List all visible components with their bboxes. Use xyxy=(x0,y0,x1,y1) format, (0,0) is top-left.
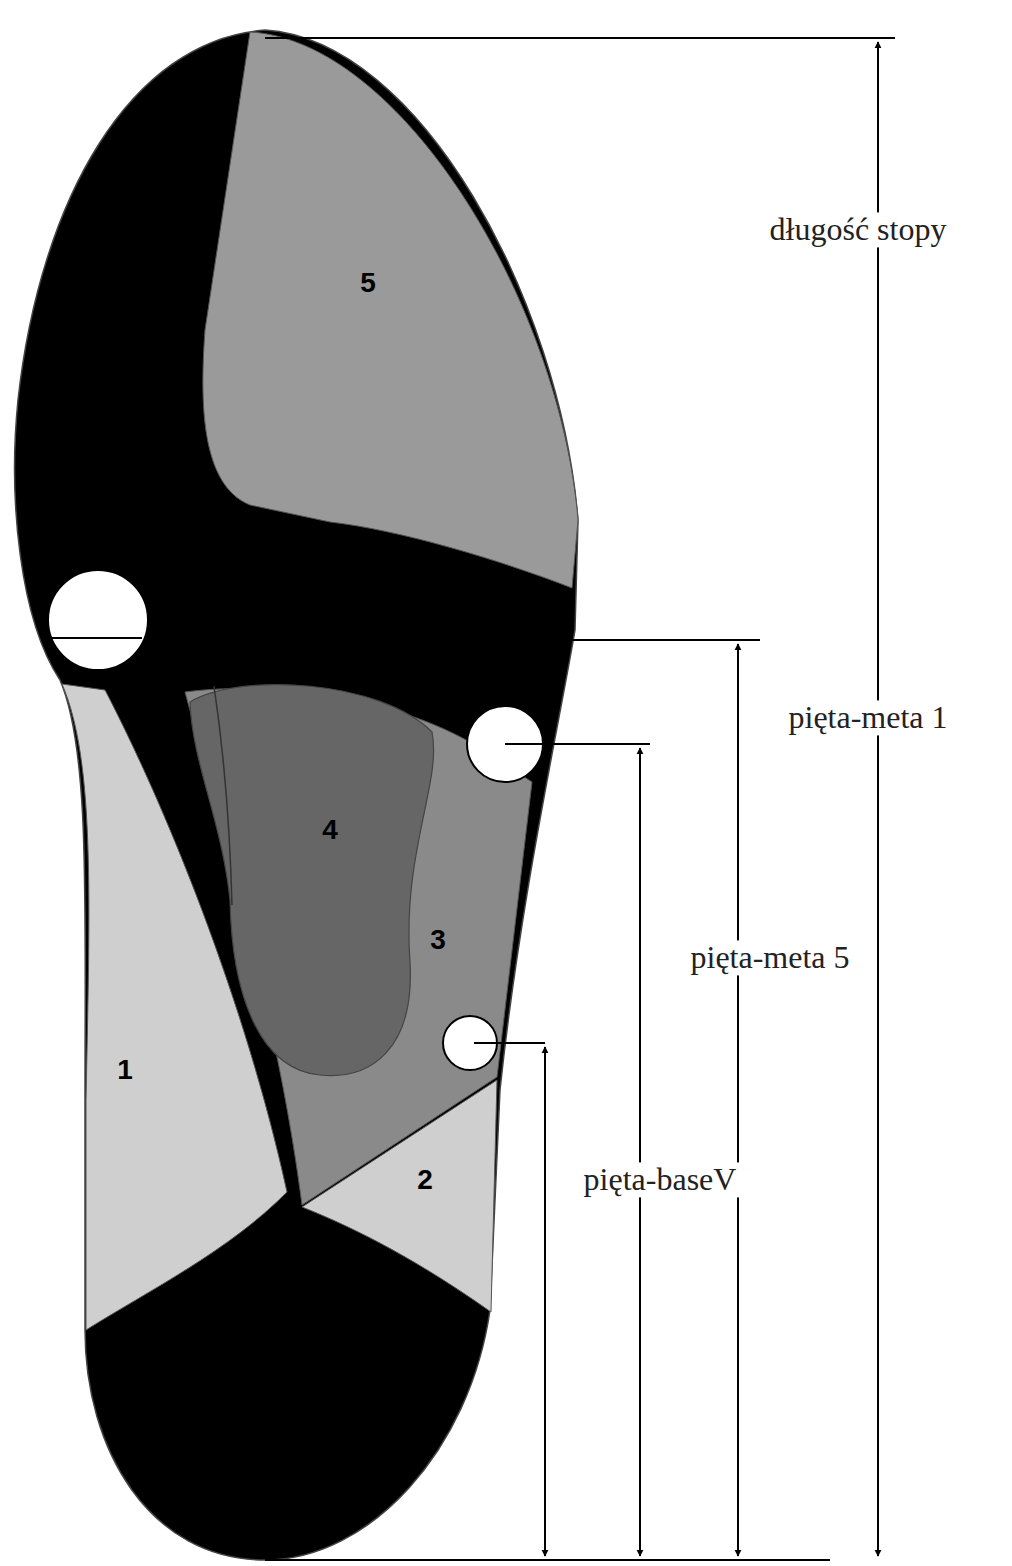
dimension-label: długość stopy xyxy=(767,212,950,247)
region-number: 4 xyxy=(322,815,338,846)
region-4 xyxy=(190,685,434,1076)
dimension-label: pięta-meta 5 xyxy=(687,940,852,975)
dimension-label: pięta-meta 1 xyxy=(785,700,950,735)
region-number: 5 xyxy=(360,268,376,299)
foot-outline xyxy=(15,30,578,1560)
dimension-label: pięta-baseV xyxy=(581,1162,740,1197)
meta-1-marker xyxy=(48,570,148,670)
region-number: 1 xyxy=(117,1055,133,1086)
region-5 xyxy=(203,32,578,588)
dimension-lines xyxy=(50,38,895,1560)
region-number: 3 xyxy=(430,925,446,956)
region-4-line xyxy=(214,686,232,905)
region-2 xyxy=(302,1080,497,1312)
region-number: 2 xyxy=(417,1165,433,1196)
